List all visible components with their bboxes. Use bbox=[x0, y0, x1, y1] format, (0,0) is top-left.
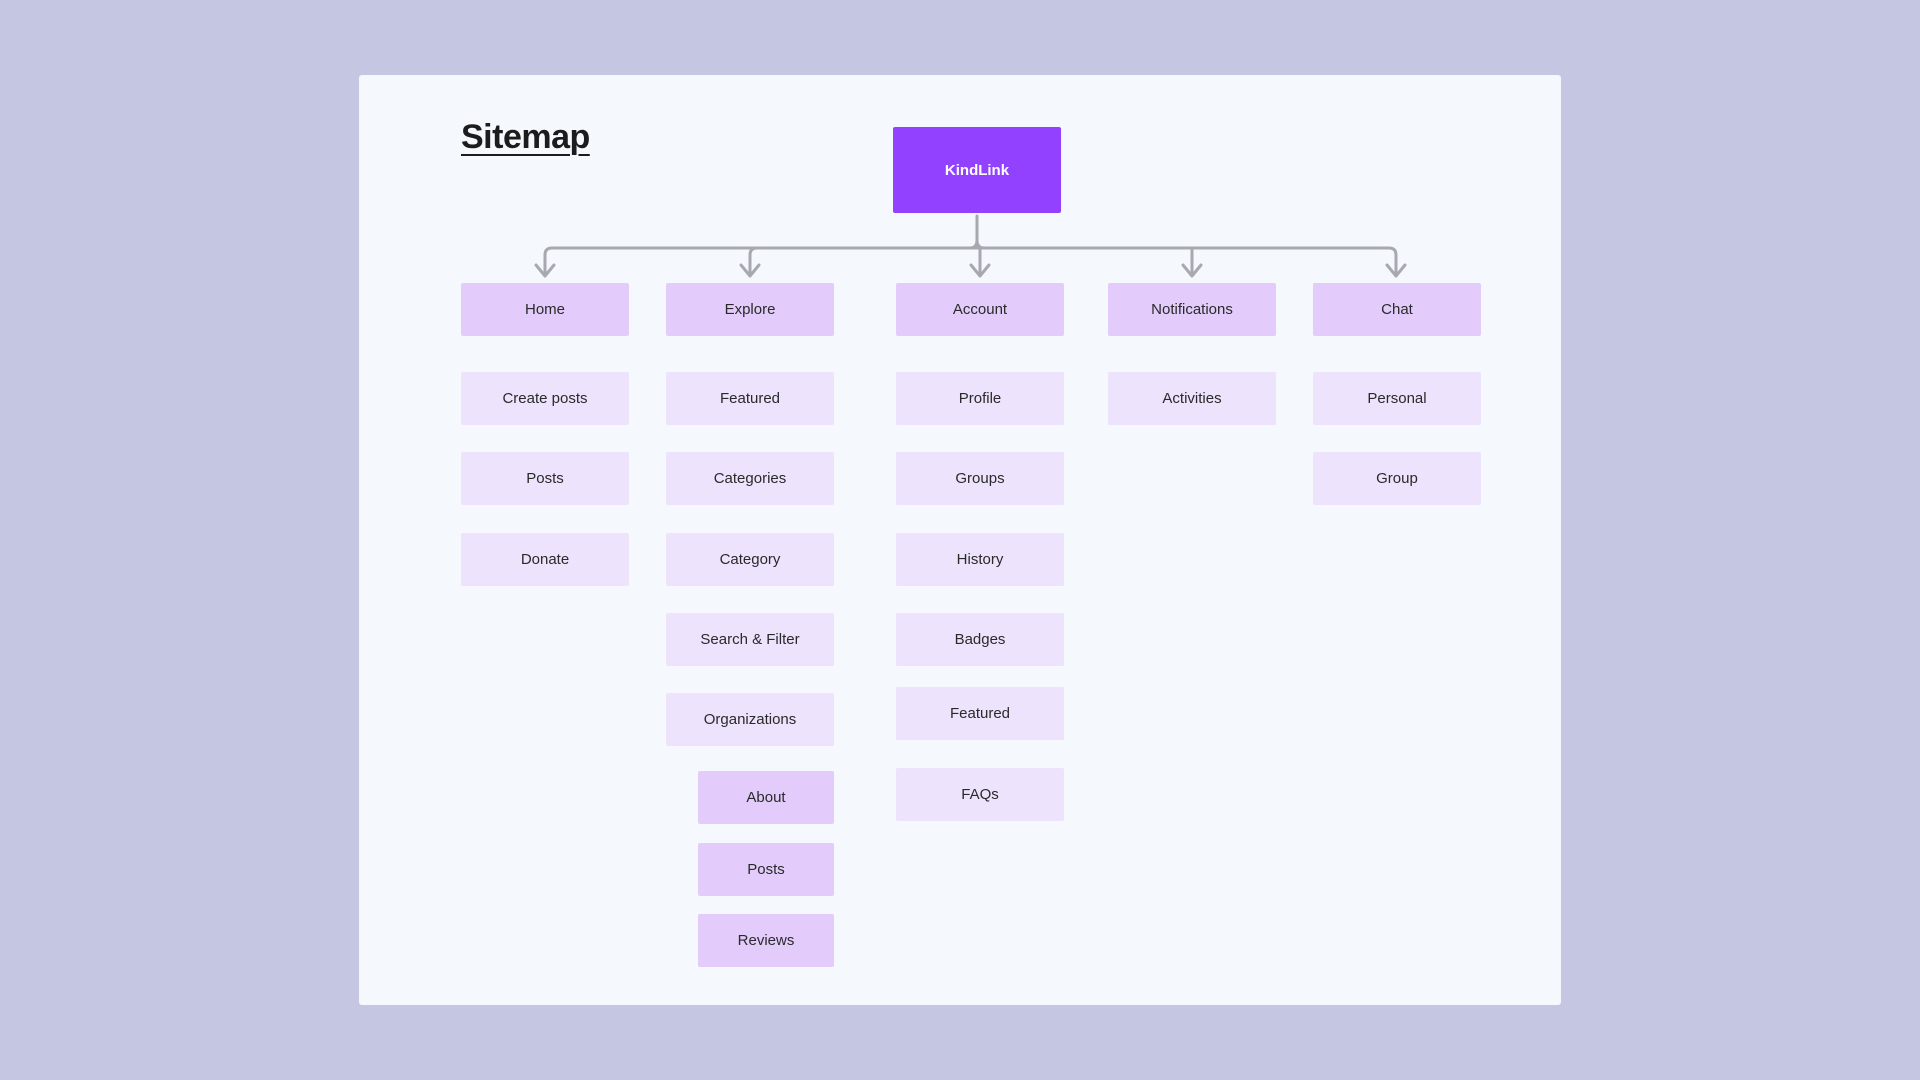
page-create-posts: Create posts bbox=[461, 372, 629, 425]
section-account: Account bbox=[896, 283, 1064, 336]
page-categories: Categories bbox=[666, 452, 834, 505]
page-groups: Groups bbox=[896, 452, 1064, 505]
page-history: History bbox=[896, 533, 1064, 586]
page-donate: Donate bbox=[461, 533, 629, 586]
page-search-filter: Search & Filter bbox=[666, 613, 834, 666]
page-faqs: FAQs bbox=[896, 768, 1064, 821]
section-chat: Chat bbox=[1313, 283, 1481, 336]
page-featured: Featured bbox=[666, 372, 834, 425]
page-posts: Posts bbox=[461, 452, 629, 505]
section-notifications: Notifications bbox=[1108, 283, 1276, 336]
section-explore: Explore bbox=[666, 283, 834, 336]
page-title: Sitemap bbox=[461, 118, 590, 156]
page-badges: Badges bbox=[896, 613, 1064, 666]
subpage-about: About bbox=[698, 771, 834, 824]
subpage-posts: Posts bbox=[698, 843, 834, 896]
page-organizations: Organizations bbox=[666, 693, 834, 746]
subpage-reviews: Reviews bbox=[698, 914, 834, 967]
page-category: Category bbox=[666, 533, 834, 586]
page-profile: Profile bbox=[896, 372, 1064, 425]
page-account-featured: Featured bbox=[896, 687, 1064, 740]
page-group: Group bbox=[1313, 452, 1481, 505]
root-node: KindLink bbox=[893, 127, 1061, 213]
page-activities: Activities bbox=[1108, 372, 1276, 425]
page-personal: Personal bbox=[1313, 372, 1481, 425]
section-home: Home bbox=[461, 283, 629, 336]
